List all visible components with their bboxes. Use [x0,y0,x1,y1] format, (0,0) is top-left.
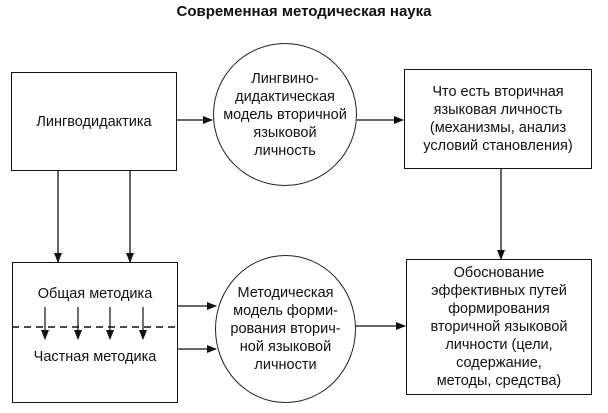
node-general-methodology-label: Общая методика [37,286,153,302]
node-methodology-group: Общая методика Частная методика [12,262,178,403]
node-model1: Лингвино- дидактическая модель вторичной… [213,43,357,186]
node-justification-label: Обоснование эффективных путей формирован… [430,265,568,389]
node-model1-label: Лингвино- дидактическая модель вторичной… [223,70,347,159]
node-model2-label: Методическая модель форми- рования втори… [230,285,341,373]
node-model2: Методическая модель форми- рования втори… [215,255,356,403]
node-secondary-personality-label: Что есть вторичная языковая личность (ме… [423,84,573,154]
diagram-title: Современная методическая наука [176,3,432,20]
node-secondary-personality: Что есть вторичная языковая личность (ме… [404,69,592,169]
node-linguodidactics: Лингводидактика [11,72,177,171]
node-linguodidactics-label: Лингводидактика [36,113,152,130]
node-particular-methodology-label: Частная методика [33,349,157,365]
node-justification: Обоснование эффективных путей формирован… [406,259,592,395]
